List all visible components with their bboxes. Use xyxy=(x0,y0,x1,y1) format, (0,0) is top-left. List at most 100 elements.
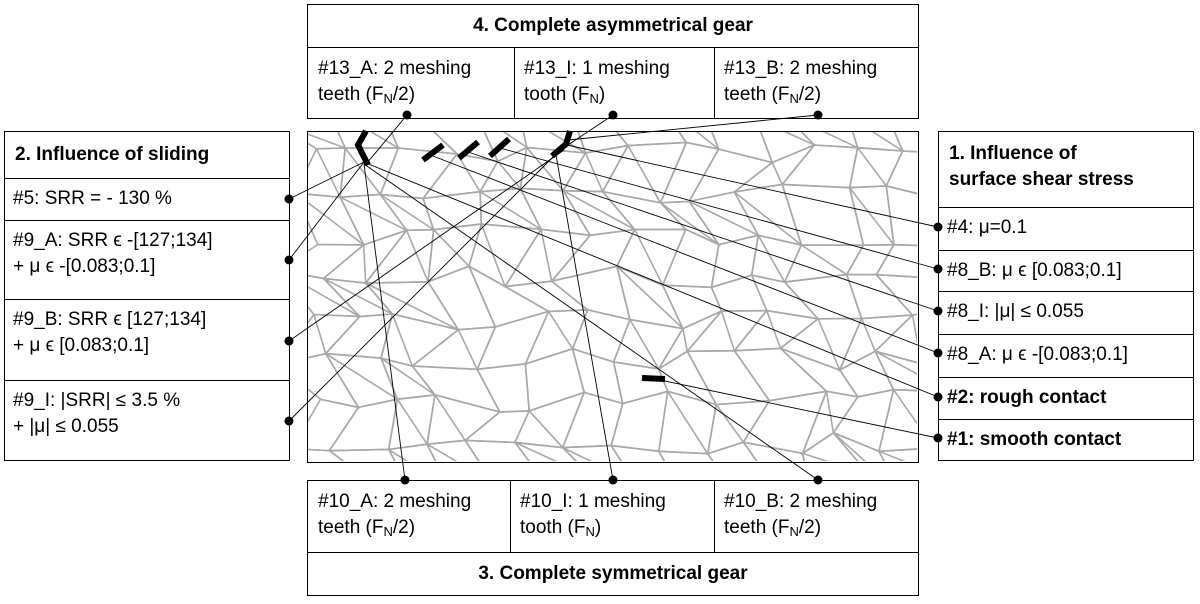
grain-cell xyxy=(610,390,669,453)
grain-boundary xyxy=(339,196,407,232)
grain-cell xyxy=(308,448,346,462)
grain-cell xyxy=(873,350,918,392)
grain-cell xyxy=(838,314,915,372)
grain-cell xyxy=(502,280,590,313)
grain-cell xyxy=(467,264,551,328)
grain-boundary xyxy=(426,443,460,462)
grain-cell xyxy=(571,308,631,363)
grain-boundary xyxy=(344,147,382,195)
grain-boundary xyxy=(405,229,429,283)
case-9b-row: #9_B: SRR ϵ [127;134] + μ ϵ [0.083;0.1] xyxy=(5,299,289,380)
grain-cell xyxy=(308,147,347,199)
grain-structure xyxy=(308,132,918,462)
asymmetrical-gear-title: 4. Complete asymmetrical gear xyxy=(473,15,753,36)
grain-boundary xyxy=(825,391,835,433)
grain-boundary xyxy=(547,310,574,350)
sliding-influence-box: 2. Influence of sliding #5: SRR = - 130 … xyxy=(4,131,290,461)
grain-boundary xyxy=(633,229,664,286)
grain-cell xyxy=(308,193,365,246)
grain-boundary xyxy=(502,132,528,149)
grain-cell xyxy=(513,441,579,462)
grain-boundary xyxy=(313,314,327,354)
grain-boundary xyxy=(911,314,918,350)
grain-cell xyxy=(800,390,860,456)
grain-cell xyxy=(380,313,461,367)
grain-cell xyxy=(706,441,759,462)
grain-boundary xyxy=(391,313,414,367)
grain-boundary xyxy=(433,229,470,267)
grain-boundary xyxy=(526,146,564,192)
grain-boundary xyxy=(456,153,481,193)
grain-cell xyxy=(801,431,860,462)
symmetrical-gear-title: 3. Complete symmetrical gear xyxy=(478,563,748,584)
grain-cell xyxy=(308,243,366,280)
grain-cell xyxy=(379,147,459,200)
grain-cell xyxy=(685,309,769,353)
grain-cell xyxy=(741,441,806,462)
case-10i-cell: #10_I: 1 meshing tooth (FN) xyxy=(520,491,666,539)
grain-cell xyxy=(845,243,896,276)
grain-boundary xyxy=(457,329,478,370)
grain-boundary xyxy=(540,229,553,282)
grain-cell xyxy=(483,132,528,163)
grain-cell xyxy=(710,274,768,312)
symmetrical-gear-box: #10_A: 2 meshing teeth (FN/2) #10_I: 1 m… xyxy=(307,480,919,596)
grain-cell xyxy=(874,243,918,278)
grain-cell xyxy=(463,439,531,462)
grain-boundary xyxy=(765,310,782,349)
asymmetrical-gear-box: 4. Complete asymmetrical gear #13_A: 2 m… xyxy=(307,4,919,119)
case-13a-cell: #13_A: 2 meshing teeth (FN/2) xyxy=(318,58,472,106)
grain-cell xyxy=(780,144,859,189)
grain-boundary xyxy=(695,132,720,150)
sliding-influence-title: 2. Influence of sliding xyxy=(15,144,210,165)
grain-cell xyxy=(364,228,435,284)
grain-boundary xyxy=(771,162,783,185)
grain-cell xyxy=(308,398,360,452)
grain-boundary xyxy=(308,201,365,246)
grain-boundary xyxy=(800,244,848,276)
grain-boundary xyxy=(627,145,662,204)
grain-cell xyxy=(463,410,531,444)
grain-cell xyxy=(659,141,720,204)
grain-cell xyxy=(475,363,531,413)
case-5-row: #5: SRR = - 130 % xyxy=(5,178,289,220)
grain-boundary xyxy=(856,147,887,187)
case-9a-row: #9_A: SRR ϵ -[127;134] + μ ϵ -[0.083;0.1… xyxy=(5,220,289,299)
grain-cell xyxy=(600,190,688,231)
grain-boundary xyxy=(860,318,876,352)
grain-cell xyxy=(478,146,528,193)
grain-cell xyxy=(732,309,821,352)
grain-cell xyxy=(657,450,715,462)
grain-boundary xyxy=(362,244,367,284)
grain-boundary xyxy=(323,277,393,315)
grain-cell xyxy=(845,273,915,320)
grain-cell xyxy=(609,444,666,462)
case-10b-cell: #10_B: 2 meshing teeth (FN/2) xyxy=(724,491,878,539)
grain-cell xyxy=(832,388,895,453)
case-8i-row: #8_I: |μ| ≤ 0.055 xyxy=(939,291,1193,334)
case-1-row: #1: smooth contact xyxy=(939,419,1193,460)
shear-stress-box: 1. Influence of surface shear stress #4:… xyxy=(938,131,1194,461)
grain-cell xyxy=(612,318,685,370)
grain-cell xyxy=(523,309,589,366)
case-8a-row: #8_A: μ ϵ -[0.083;0.1] xyxy=(939,334,1193,377)
grain-boundary xyxy=(783,132,815,146)
case-10a-cell: #10_A: 2 meshing teeth (FN/2) xyxy=(318,491,472,539)
grain-cell xyxy=(874,273,918,316)
grain-cell xyxy=(782,273,863,320)
shear-stress-title: 1. Influence of surface shear stress xyxy=(949,143,1134,190)
case-13b-cell: #13_B: 2 meshing teeth (FN/2) xyxy=(724,58,878,106)
grain-cell xyxy=(468,223,543,288)
grain-boundary xyxy=(629,319,660,370)
grain-cell xyxy=(750,234,803,284)
case-4-row: #4: μ=0.1 xyxy=(939,207,1193,250)
grain-boundary xyxy=(308,133,346,149)
grain-boundary xyxy=(480,223,506,287)
grain-cell xyxy=(685,349,771,406)
grain-boundary xyxy=(325,352,398,400)
case-13i-cell: #13_I: 1 meshing tooth (FN) xyxy=(524,58,670,106)
grain-cell xyxy=(893,132,918,153)
grain-boundary xyxy=(822,132,858,149)
grain-cell xyxy=(410,326,497,371)
grain-cell xyxy=(877,388,918,453)
